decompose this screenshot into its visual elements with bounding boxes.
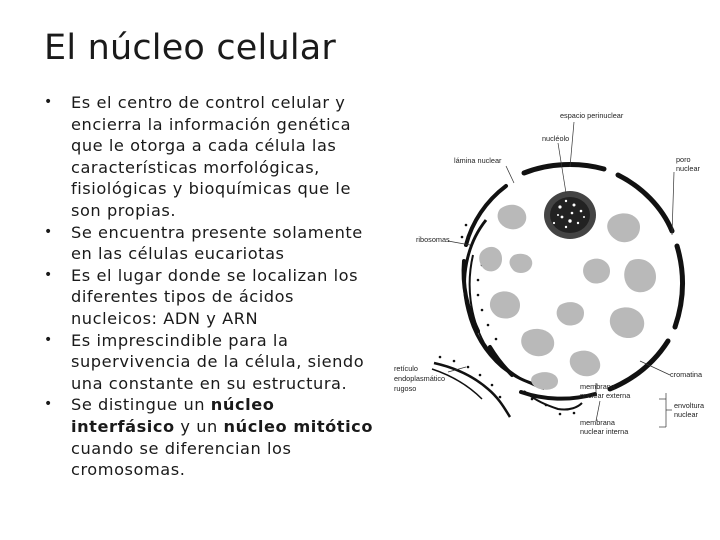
label-membrana-externa-2: nuclear externa (580, 391, 631, 400)
label-poro-nuclear-1: poro (676, 155, 691, 164)
nuclear-envelope (461, 162, 685, 401)
bullet-marker: • (44, 223, 53, 240)
label-ribosomas: ribosomas (416, 235, 450, 244)
label-membrana-externa-1: membrana (580, 382, 616, 391)
label-espacio-perinuclear: espacio perinuclear (560, 111, 624, 120)
figure-labels: espacio perinuclear nucléolo lámina nucl… (394, 111, 705, 436)
nucleolus (544, 191, 596, 239)
bullet-text: Se encuentra presente solamente en las c… (71, 222, 363, 264)
bullet-bold-mitotico: núcleo mitótico (223, 416, 374, 436)
bullet-text: Es el centro de control celular y encier… (71, 93, 352, 220)
bullet-item: • Es el lugar donde se localizan los dif… (44, 265, 384, 330)
bullet-bold-interfasico: núcleo interfásico (71, 395, 275, 436)
label-reticulo-3: rugoso (394, 384, 416, 393)
bullet-item: • Es imprescindible para la supervivenci… (44, 330, 384, 395)
label-membrana-interna-1: membrana (580, 418, 616, 427)
bullet-marker: • (44, 331, 53, 348)
bullet-marker: • (44, 396, 53, 413)
bullet-text-mid: y un (174, 416, 224, 436)
bullet-item: • Se distingue un núcleo interfásico y u… (44, 394, 384, 480)
chromatin (479, 196, 656, 390)
bullet-text: Es imprescindible para la supervivencia … (71, 330, 365, 393)
label-envoltura-2: nuclear (674, 410, 699, 419)
label-nucleolo: nucléolo (542, 134, 569, 143)
bullet-marker: • (44, 266, 53, 283)
slide-title: El núcleo celular (44, 28, 337, 68)
ribosome-dots (438, 223, 576, 416)
label-cromatina: cromatina (670, 370, 703, 379)
bullet-text-pre: Se distingue un (71, 395, 211, 415)
bullet-item: • Se encuentra presente solamente en las… (44, 222, 384, 265)
label-reticulo-1: retículo (394, 364, 418, 373)
rough-er-illustration (431, 219, 583, 418)
label-envoltura-1: envoltura (674, 401, 705, 410)
bullet-text: Es el lugar donde se localizan los difer… (71, 265, 359, 328)
label-poro-nuclear-2: nuclear (676, 164, 701, 173)
bullet-text-post: cuando se diferencian los cromosomas. (71, 438, 292, 480)
bullet-item: • Es el centro de control celular y enci… (44, 92, 384, 222)
leader-lines (447, 121, 675, 428)
label-lamina-nuclear: lámina nuclear (454, 156, 502, 165)
bullet-list: • Es el centro de control celular y enci… (44, 92, 384, 481)
nucleus-diagram: espacio perinuclear nucléolo lámina nucl… (394, 111, 705, 436)
label-membrana-interna-2: nuclear interna (580, 427, 629, 436)
bullet-marker: • (44, 94, 53, 110)
label-reticulo-2: endoplasmático (394, 374, 445, 383)
